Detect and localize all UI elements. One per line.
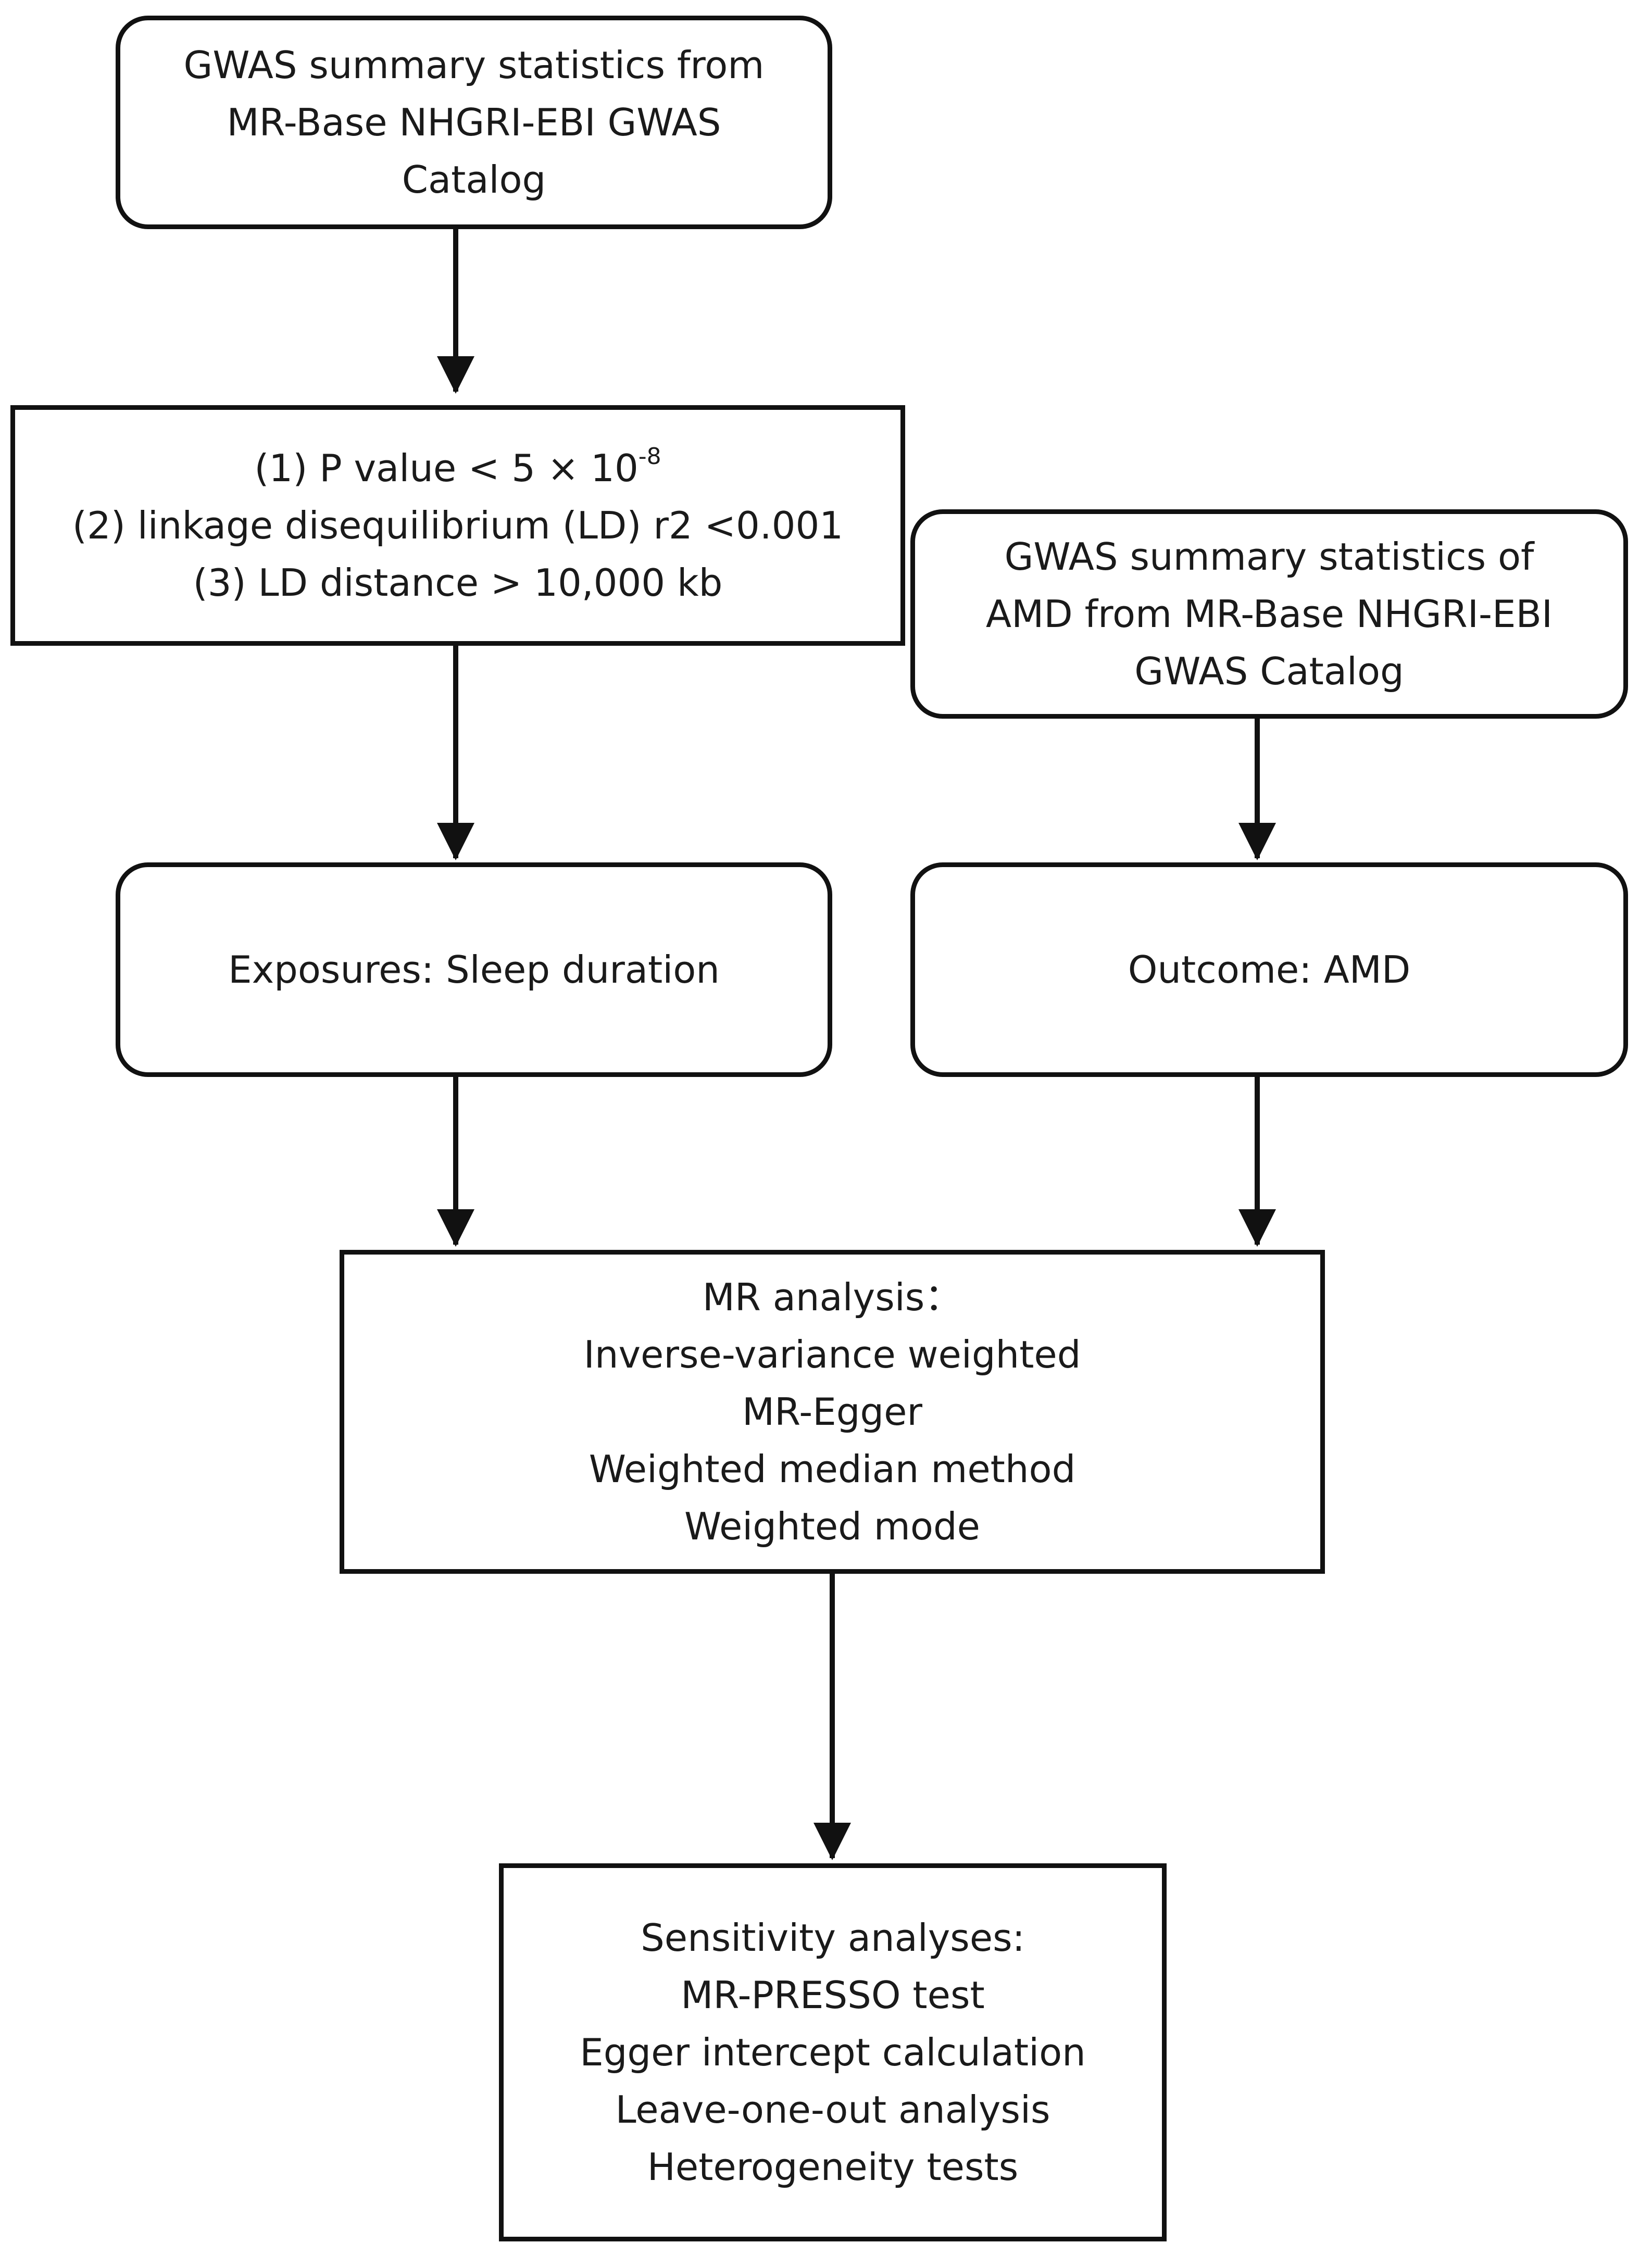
outcome-box: Outcome: AMD — [910, 862, 1628, 1077]
criteria-pvalue: (1) P value < 5 × 10-8 — [254, 440, 661, 497]
exposure-label: Exposures: Sleep duration — [228, 948, 720, 992]
criteria-pvalue-exponent: -8 — [638, 443, 661, 470]
sensitivity-box: Sensitivity analyses: MR-PRESSO test Egg… — [499, 1863, 1167, 2241]
sensitivity-line: Egger intercept calculation — [580, 2031, 1086, 2074]
instrument-selection-box: (1) P value < 5 × 10-8 (2) linkage diseq… — [10, 405, 905, 646]
gwas-source-line: GWAS summary statistics from — [183, 43, 765, 87]
gwas-amd-box: GWAS summary statistics of AMD from MR-B… — [910, 509, 1628, 719]
sensitivity-line: Sensitivity analyses: — [641, 1916, 1025, 1960]
gwas-source-line: MR-Base NHGRI-EBI GWAS — [227, 101, 721, 144]
gwas-amd-line: AMD from MR-Base NHGRI-EBI — [985, 592, 1553, 636]
sensitivity-line: Leave-one-out analysis — [615, 2088, 1050, 2132]
criteria-pvalue-text: (1) P value < 5 × 10 — [254, 446, 639, 490]
mr-analysis-line: Inverse-variance weighted — [583, 1333, 1081, 1376]
gwas-source-box: GWAS summary statistics from MR-Base NHG… — [116, 16, 832, 229]
gwas-source-line: Catalog — [402, 158, 546, 202]
mr-analysis-line: Weighted mode — [684, 1505, 980, 1548]
sensitivity-line: MR-PRESSO test — [681, 1973, 985, 2017]
mr-analysis-line: MR analysis： — [702, 1275, 962, 1319]
sensitivity-line: Heterogeneity tests — [647, 2145, 1019, 2189]
gwas-amd-line: GWAS summary statistics of — [1004, 535, 1534, 579]
mr-analysis-line: MR-Egger — [742, 1390, 922, 1434]
mr-analysis-box: MR analysis： Inverse-variance weighted M… — [340, 1250, 1325, 1574]
gwas-amd-line: GWAS Catalog — [1134, 649, 1404, 693]
criteria-ld-r2: (2) linkage disequilibrium (LD) r2 <0.00… — [72, 504, 844, 547]
exposure-box: Exposures: Sleep duration — [116, 862, 832, 1077]
criteria-ld-distance: (3) LD distance > 10,000 kb — [193, 561, 723, 605]
outcome-label: Outcome: AMD — [1128, 948, 1411, 992]
mr-analysis-line: Weighted median method — [589, 1447, 1076, 1491]
